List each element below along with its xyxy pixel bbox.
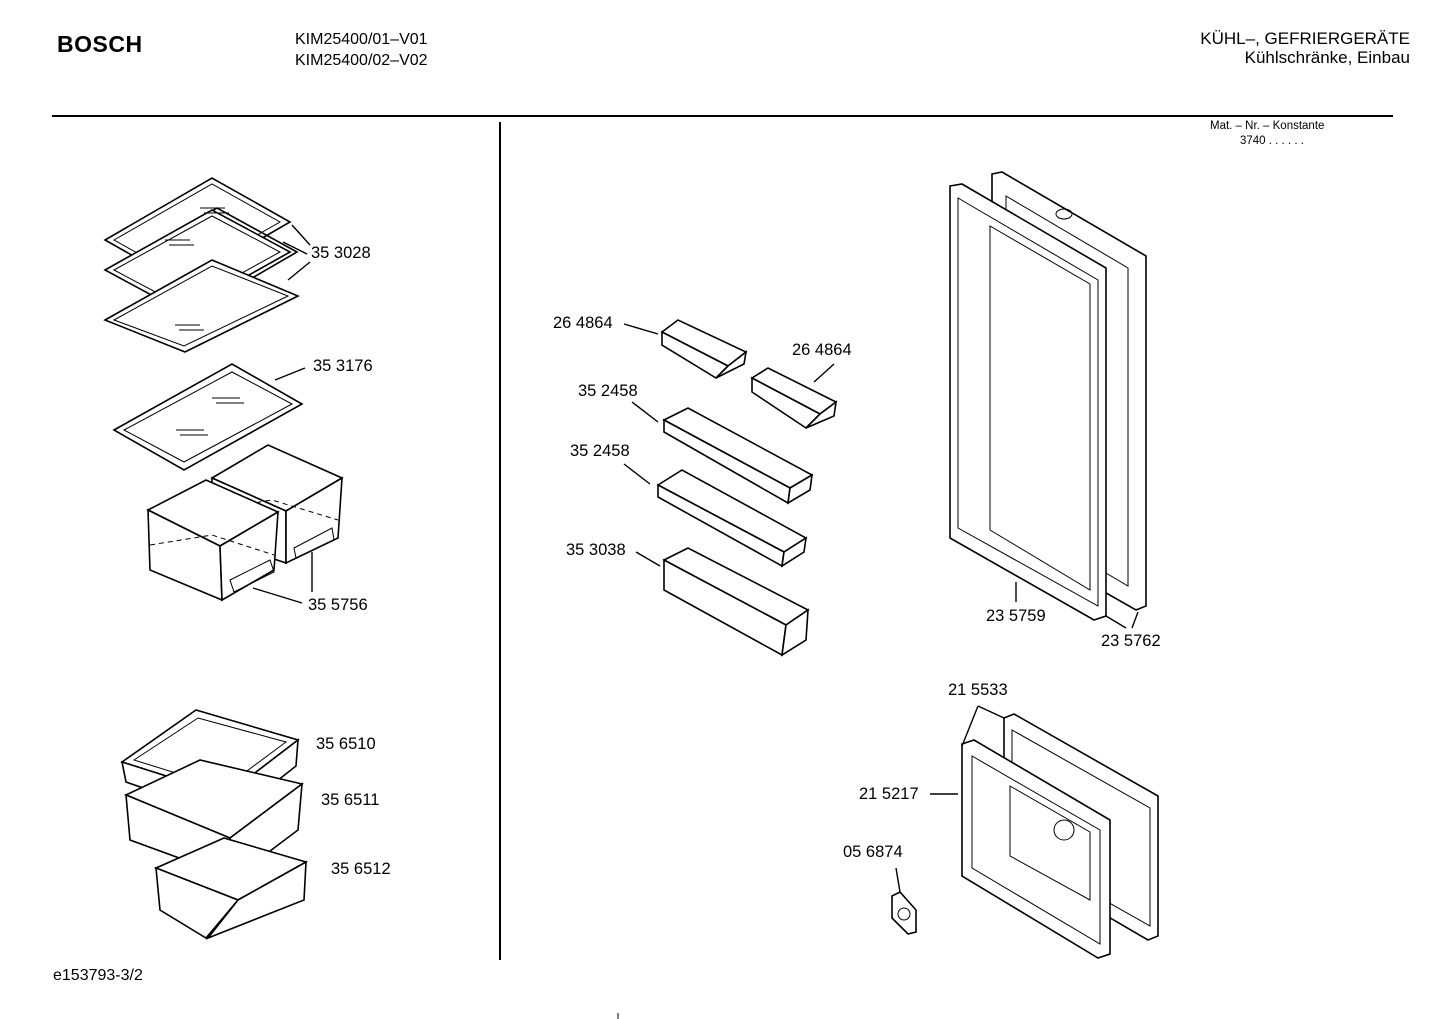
part-label-356512: 35 6512 [331,860,391,878]
leader-352458a [631,401,659,423]
category-subtitle: Kühlschränke, Einbau [1244,48,1410,67]
leader-355756-1 [252,587,303,604]
part-label-356511: 35 6511 [321,791,380,809]
part-label-264864-right: 26 4864 [792,341,852,359]
glass-shelf-stack [103,177,300,353]
leader-353028-3 [287,261,311,281]
leader-353028-2 [282,241,308,255]
part-label-235762: 23 5762 [1101,632,1161,650]
brand-logo: BOSCH [57,31,143,57]
material-number-value: 3740 . . . . . . [1240,135,1304,147]
model-number-2: KIM25400/02–V02 [295,52,428,69]
part-label-355756: 35 5756 [308,596,368,614]
part-label-215217: 21 5217 [859,785,919,803]
part-label-264864-left: 26 4864 [553,314,613,332]
leader-353176 [274,367,306,381]
part-label-353028: 35 3028 [311,244,371,262]
vegetable-drawers [146,444,344,602]
leader-264864a [623,323,659,335]
freezer-door [961,713,1159,959]
material-number-label: Mat. – Nr. – Konstante [1210,120,1325,132]
document-id: e153793-3/2 [53,967,143,984]
leader-235762-2 [1131,611,1139,629]
part-label-352458-upper: 35 2458 [578,382,638,400]
leader-215533-2 [977,705,1005,719]
fridge-door [949,171,1147,621]
part-label-356510: 35 6510 [316,735,376,753]
leader-056874 [895,867,901,893]
freezer-drawers [120,709,309,940]
leader-235762-1 [1105,615,1127,629]
category-title: KÜHL–, GEFRIERGERÄTE [1200,29,1410,48]
model-number-1: KIM25400/01–V01 [295,31,428,48]
part-label-235759: 23 5759 [986,607,1046,625]
leader-353038 [635,551,661,567]
part-label-353038: 35 3038 [566,541,626,559]
leader-264864b [813,363,835,383]
glass-shelf-single [112,363,304,471]
part-label-352458-lower: 35 2458 [570,442,630,460]
part-label-056874: 05 6874 [843,843,903,861]
leader-352458b [623,463,651,485]
leader-215533-1 [961,705,979,747]
door-bins [656,319,838,657]
leader-353028-1 [291,224,311,246]
thermostat-knob [891,891,917,935]
part-label-353176: 35 3176 [313,357,373,375]
part-label-215533: 21 5533 [948,681,1008,699]
